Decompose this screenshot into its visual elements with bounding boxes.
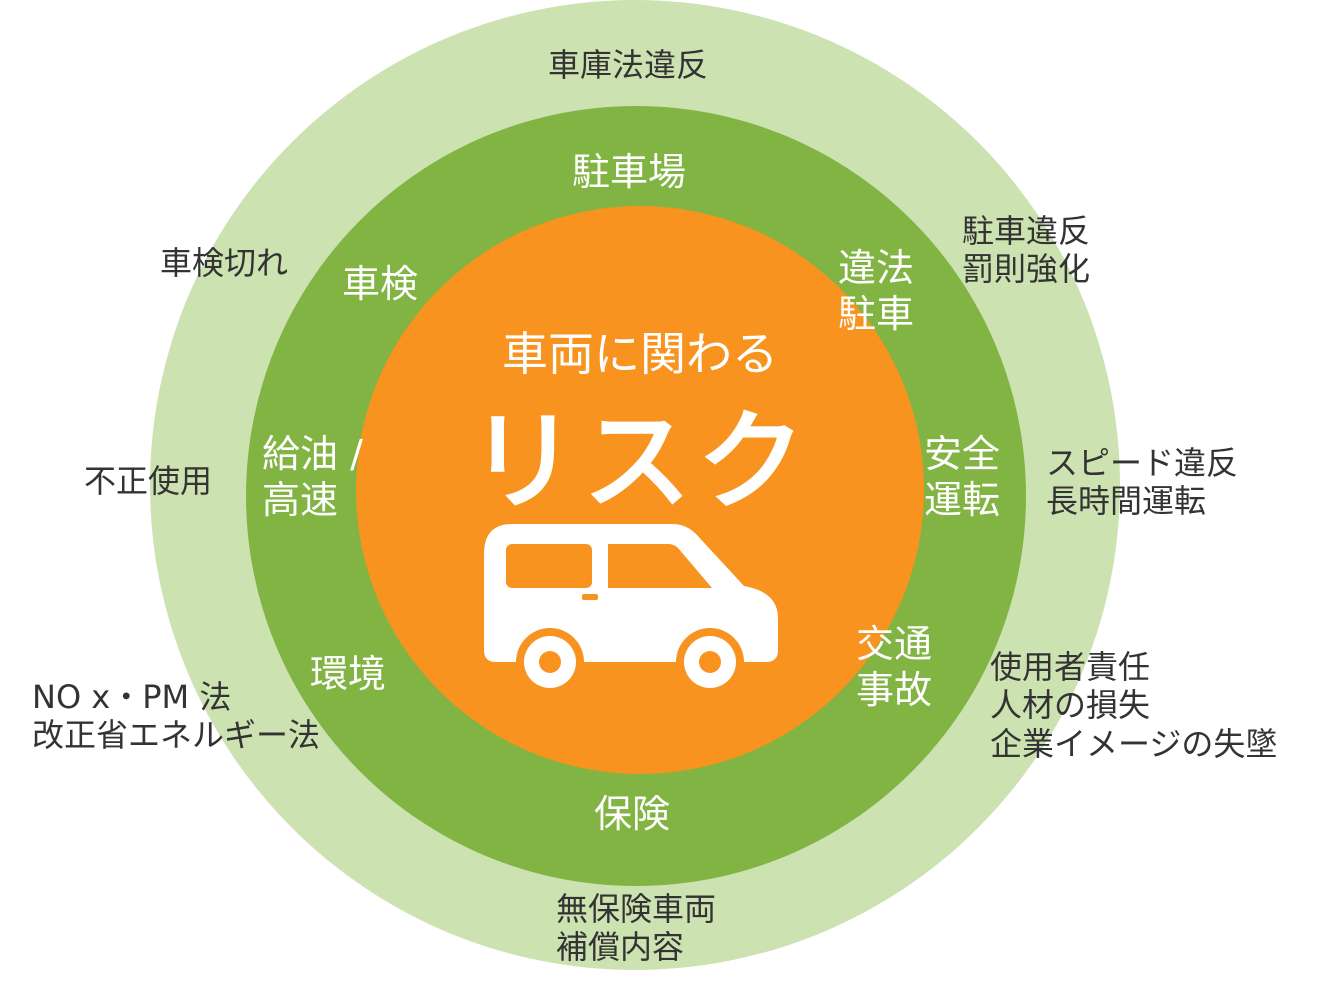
label-fuel-highway-line2: 高速: [262, 477, 339, 522]
label-traffic-accident-line2: 事故: [856, 667, 933, 712]
label-safe-driving: 安全 運転: [924, 432, 1000, 523]
label-uninsured-vehicle: 無保険車両 補償内容: [556, 890, 716, 967]
label-nox-law: NO x・PM 法 改正省エネルギー法: [32, 678, 320, 755]
label-uninsured-vehicle-line2: 補償内容: [556, 928, 685, 967]
label-user-responsibility-line3: 企業イメージの失墜: [990, 724, 1278, 763]
label-fuel-highway-line1: 給油 /: [262, 432, 363, 476]
label-user-responsibility: 使用者責任 人材の損失 企業イメージの失墜: [990, 648, 1277, 763]
label-illegal-parking-line2: 駐車: [838, 291, 915, 336]
label-safe-driving-line1: 安全: [924, 432, 1001, 476]
label-garage-law-violation: 車庫法違反: [548, 46, 709, 84]
label-environment: 環境: [310, 652, 387, 696]
label-user-responsibility-line2: 人材の損失: [990, 686, 1151, 725]
label-shaken-expired: 車検切れ: [160, 244, 289, 282]
label-parking-violation-line2: 罰則強化: [962, 250, 1091, 289]
label-speed-violation-line1: スピード違反: [1046, 444, 1239, 482]
label-parking-lot: 駐車場: [572, 150, 687, 194]
label-uninsured-vehicle-line1: 無保険車両: [556, 890, 717, 928]
label-nox-law-line2: 改正省エネルギー法: [32, 716, 321, 755]
label-insurance: 保険: [594, 792, 671, 836]
label-speed-violation: スピード違反 長時間運転: [1046, 444, 1238, 521]
core-title: リスク: [468, 400, 811, 525]
label-nox-law-line1: NO x・PM 法: [32, 678, 232, 716]
core-subtitle: 車両に関わる: [502, 327, 778, 381]
label-misuse: 不正使用: [84, 462, 213, 500]
label-speed-violation-line2: 長時間運転: [1046, 482, 1207, 521]
label-traffic-accident: 交通 事故: [856, 622, 932, 713]
label-user-responsibility-line1: 使用者責任: [990, 648, 1151, 686]
label-traffic-accident-line1: 交通: [856, 622, 933, 666]
label-parking-violation: 駐車違反 罰則強化: [962, 212, 1090, 289]
car-icon: [484, 524, 778, 690]
label-fuel-highway: 給油 / 高速: [262, 432, 363, 523]
label-shaken: 車検: [342, 262, 419, 306]
label-parking-violation-line1: 駐車違反: [962, 212, 1091, 250]
label-illegal-parking-line1: 違法: [838, 246, 915, 290]
label-illegal-parking: 違法 駐車: [838, 246, 914, 337]
label-safe-driving-line2: 運転: [924, 477, 1001, 522]
risk-core: [356, 206, 924, 774]
